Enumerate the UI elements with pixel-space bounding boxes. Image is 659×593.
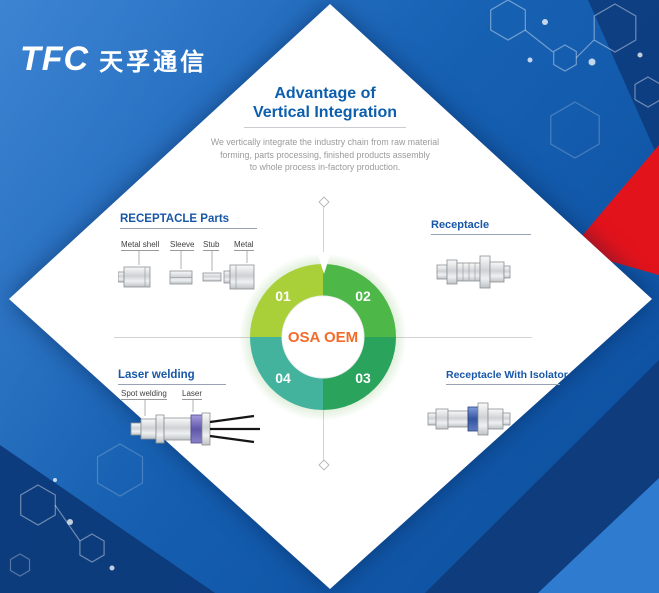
section-title-receptacle-parts: RECEPTACLE Parts (120, 213, 257, 229)
label-metal-shell: Metal shell (121, 240, 160, 251)
receptacle-parts-illustration (118, 251, 255, 290)
label-laser: Laser (182, 389, 203, 400)
cycle-step-01: 01 (275, 288, 291, 304)
tfc-logo-chinese: 天孚通信 (99, 49, 208, 76)
laser-welding-illustration (130, 400, 260, 446)
tfc-logo: TFC 天孚通信 (20, 40, 207, 79)
osa-oem-cycle-diagram: 01 02 03 04 OSA OEM (239, 252, 407, 421)
cycle-segment-01 (250, 264, 323, 337)
title-divider (244, 127, 406, 128)
cycle-center-label: OSA OEM (288, 329, 358, 346)
cycle-step-04: 04 (275, 370, 291, 386)
tfc-logo-text: TFC (20, 40, 90, 78)
receptacle-illustration (436, 255, 511, 289)
receptacle-isolator-illustration (427, 402, 511, 436)
page-title: Advantage of Vertical Integration (225, 84, 425, 122)
label-stub: Stub (203, 240, 220, 251)
title-line2: Vertical Integration (252, 104, 398, 121)
description-line1: We vertically integrate the industry cha… (210, 137, 440, 147)
cycle-segment-03 (323, 337, 396, 410)
cycle-step-02: 02 (355, 288, 371, 304)
cycle-top-notch (317, 252, 331, 274)
section-title-laser-welding: Laser welding (118, 369, 226, 385)
laser-band (190, 414, 203, 444)
isolator-band (467, 406, 479, 432)
description-line3: to whole process in-factory production. (249, 162, 401, 172)
label-sleeve: Sleeve (170, 240, 195, 251)
section-title-receptacle: Receptacle (431, 219, 531, 235)
cycle-segment-04 (250, 337, 323, 410)
label-metal: Metal (234, 240, 254, 251)
section-title-receptacle-isolator: Receptacle With Isolator (446, 369, 568, 385)
cycle-center-circle (281, 295, 365, 379)
title-line1: Advantage of (274, 85, 376, 102)
label-spot-welding: Spot welding (121, 389, 167, 400)
description-text: We vertically integrate the industry cha… (190, 136, 460, 174)
cycle-segment-02 (323, 264, 396, 337)
description-line2: forming, parts processing, finished prod… (220, 149, 430, 160)
cycle-step-03: 03 (355, 370, 371, 386)
